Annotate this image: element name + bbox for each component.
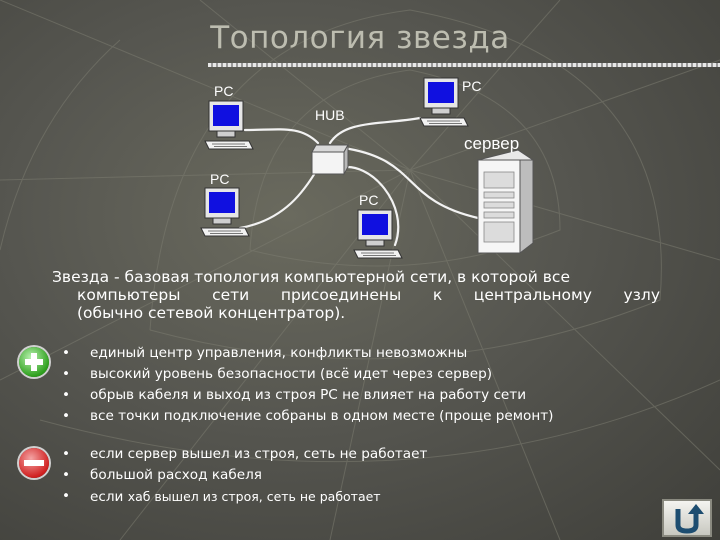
hub-label: HUB: [315, 107, 345, 123]
server-icon: [478, 150, 533, 253]
description-paragraph: Звезда - базовая топология компьютерной …: [52, 268, 660, 322]
advantage-item: все точки подключение собраны в одном ме…: [62, 406, 553, 427]
hub-icon: [312, 145, 348, 174]
pc-label-left: PC: [210, 171, 229, 187]
star-topology-diagram: [0, 0, 720, 270]
pc-label-topright: PC: [462, 78, 481, 94]
cable-pc-topleft: [245, 129, 318, 143]
advantages-list: единый центр управления, конфликты невоз…: [62, 343, 553, 427]
server-label: сервер: [464, 134, 519, 154]
disadvantage-item-end: хаб вышел из строя, сеть не работает: [128, 489, 381, 504]
cable-pc-left: [240, 168, 318, 228]
pc-label-bottom: PC: [359, 192, 378, 208]
disadvantage-item: если хаб вышел из строя, сеть не работае…: [62, 486, 427, 507]
description-line-1: Звезда - базовая топология компьютерной …: [52, 268, 660, 286]
description-line-2: компьютеры сети присоединены к центральн…: [52, 286, 660, 304]
return-button[interactable]: [662, 499, 712, 537]
advantage-item: высокий уровень безопасности (всё идет ч…: [62, 364, 553, 385]
description-line-3: (обычно сетевой концентратор).: [52, 304, 660, 322]
pc-icon-bottom: [354, 210, 402, 258]
disadvantage-item: большой расход кабеля: [62, 465, 427, 486]
pc-icon-topleft: [205, 101, 253, 149]
disadvantage-item: если сервер вышел из строя, сеть не рабо…: [62, 444, 427, 465]
pc-icon-left: [201, 188, 249, 236]
disadvantages-list: если сервер вышел из строя, сеть не рабо…: [62, 444, 427, 507]
disadvantage-item-start: если: [90, 489, 128, 505]
advantage-item: обрыв кабеля и выход из строя PC не влия…: [62, 385, 553, 406]
return-arrow-icon: [664, 501, 710, 535]
minus-icon: [19, 448, 49, 478]
pc-icon-topright: [420, 78, 468, 126]
pc-label-topleft: PC: [214, 83, 233, 99]
advantage-item: единый центр управления, конфликты невоз…: [62, 343, 553, 364]
plus-icon: [19, 347, 49, 377]
